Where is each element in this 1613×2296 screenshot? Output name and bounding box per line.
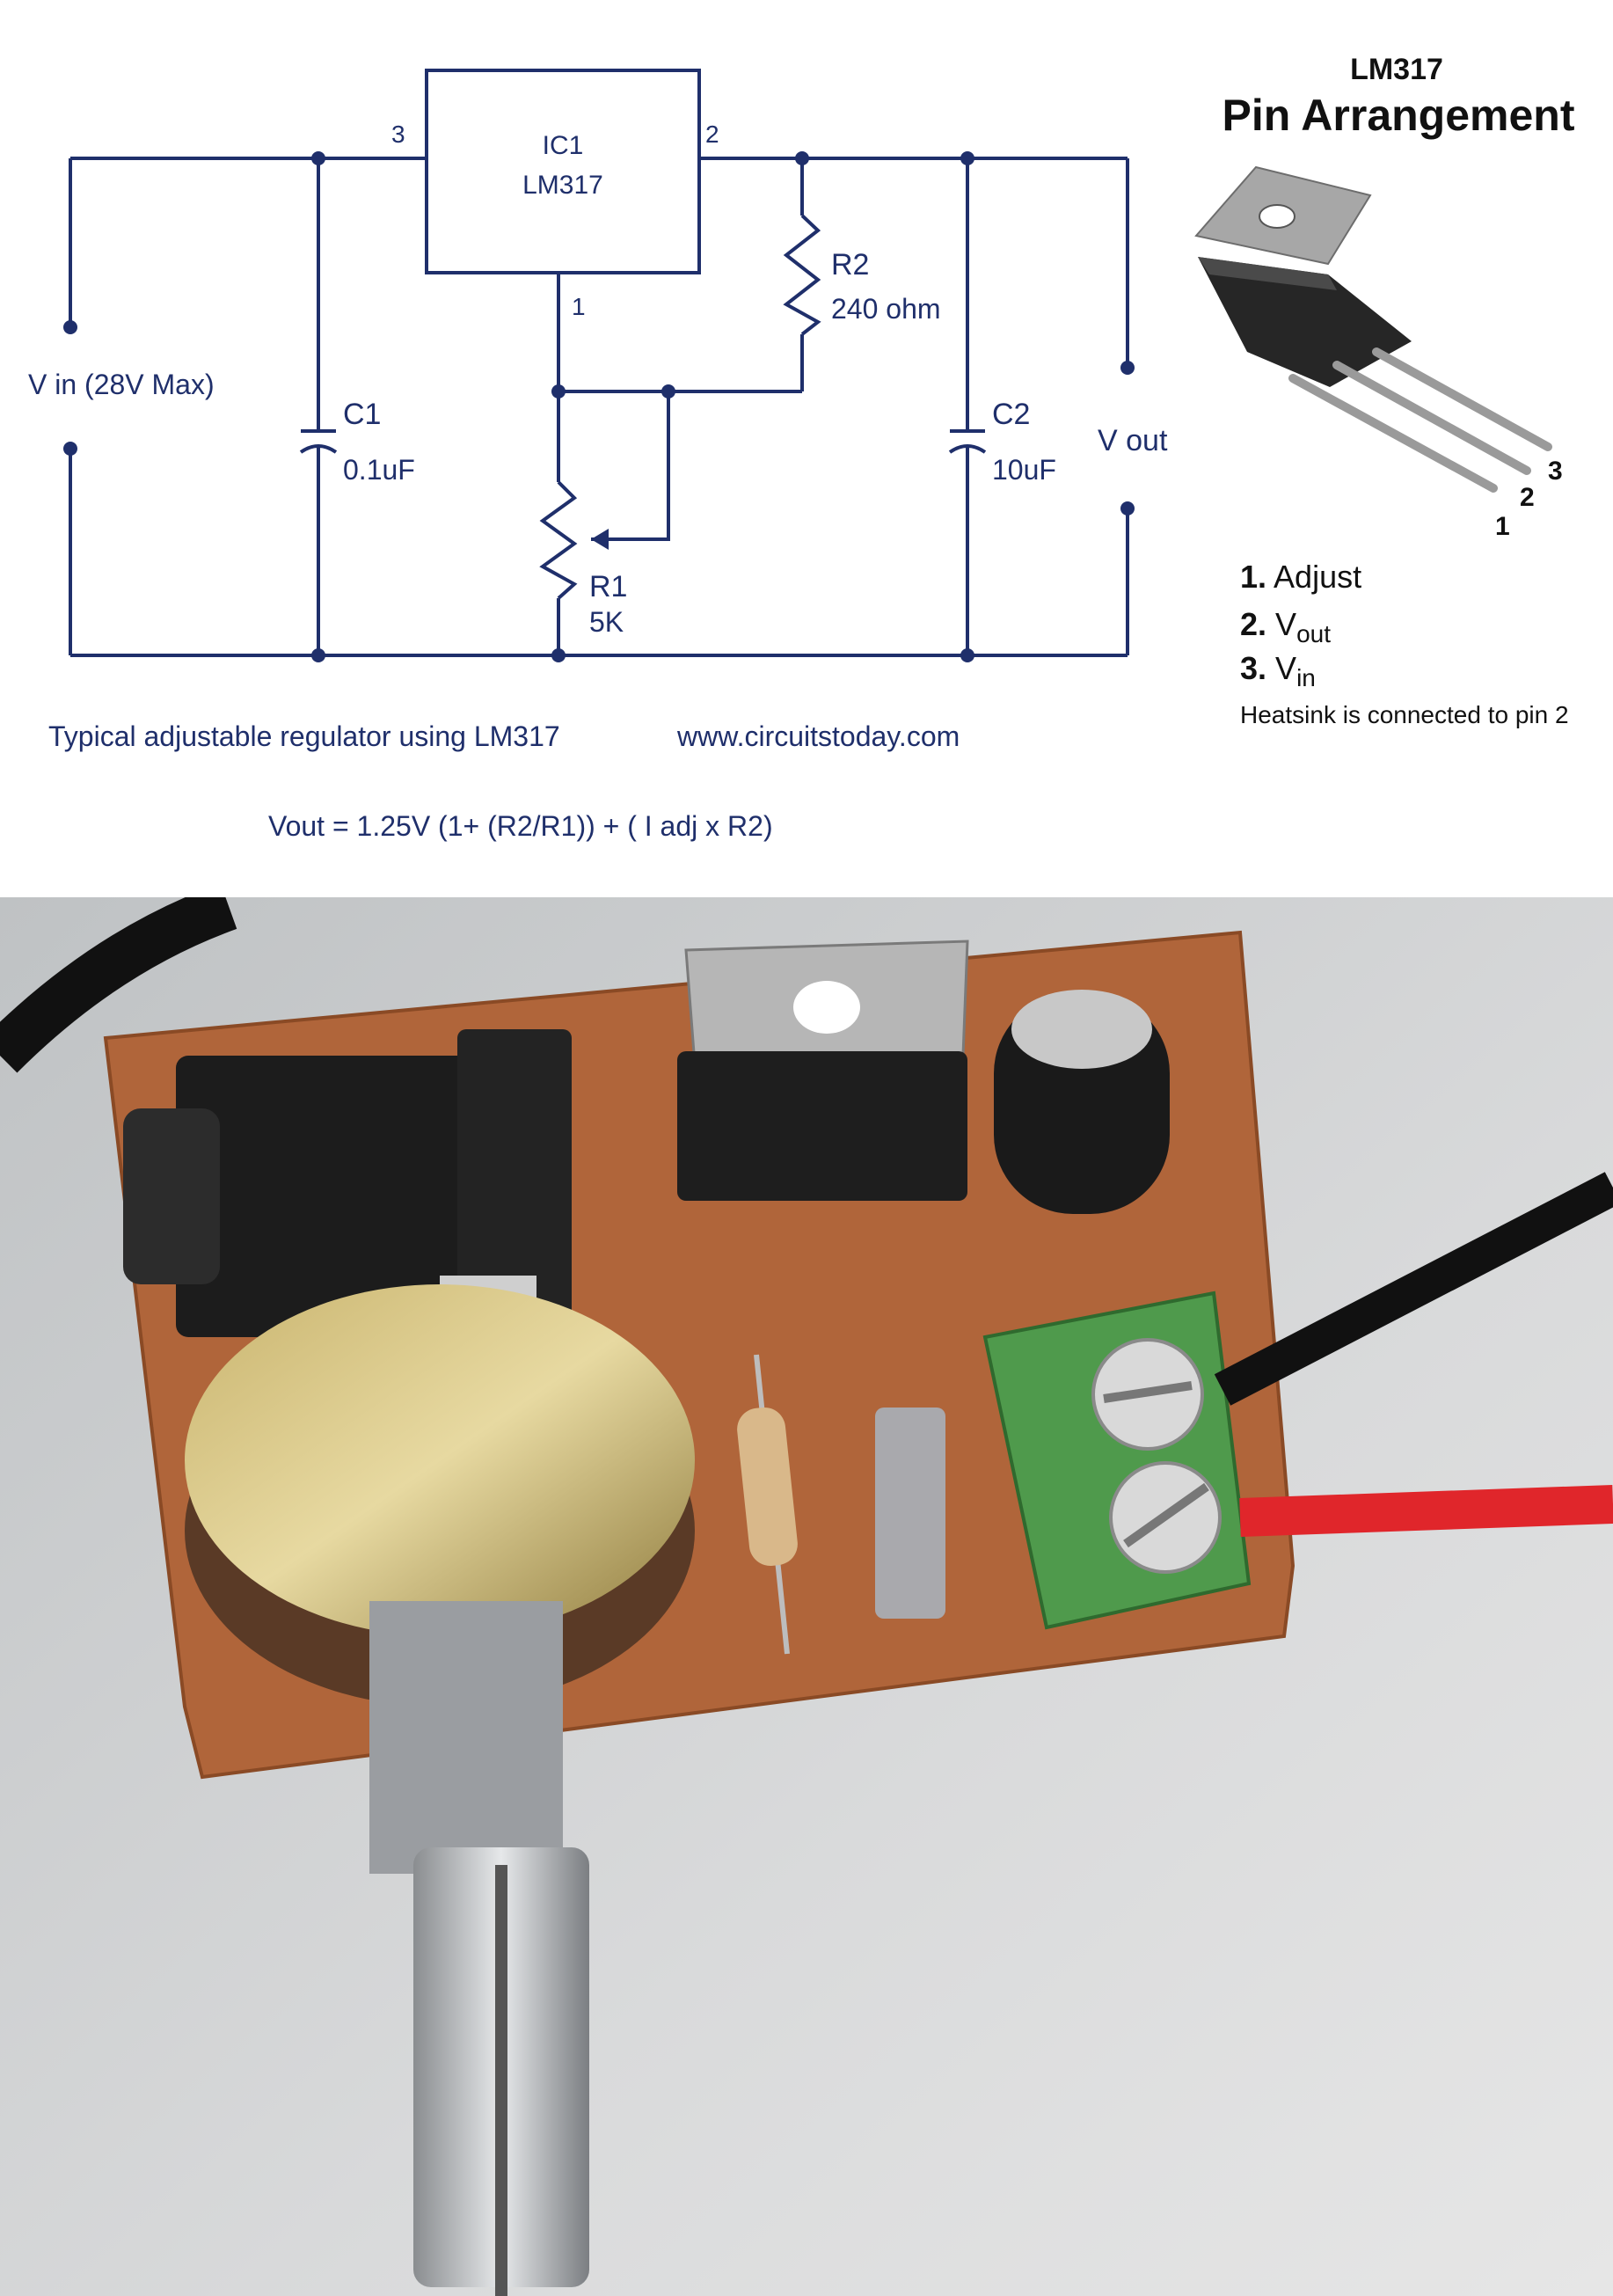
resistor-r2 (737, 1354, 798, 1655)
dc-cable (0, 897, 237, 1073)
pinout-title: Pin Arrangement (1222, 91, 1574, 140)
legend-item-vout: 2. Vout (1240, 606, 1331, 647)
pinout-part-title: LM317 (1350, 53, 1443, 86)
pcb-photo-illustration (0, 897, 1613, 2296)
r1-ref-label: R1 (589, 570, 627, 603)
leg-label-2: 2 (1520, 483, 1535, 512)
vin-label: V in (28V Max) (28, 369, 215, 400)
c2-ref-label: C2 (992, 398, 1030, 431)
legend-item-adjust: 1. Adjust (1240, 559, 1361, 595)
wiper-arrow-icon (591, 529, 609, 550)
schematic-panel: IC1 LM317 3 2 1 V in (28V Max) V out C1 … (0, 0, 1613, 897)
dc-jack (123, 1029, 572, 1364)
pcb-photo (0, 897, 1613, 2296)
ic-pin-out-label: 2 (705, 121, 719, 148)
red-output-wire (1239, 1485, 1613, 1537)
ic-pin-adj-label: 1 (572, 293, 586, 320)
leg-label-3: 3 (1548, 457, 1563, 486)
lm317-regulator (677, 940, 969, 1201)
ic1-ref-label: IC1 (543, 131, 584, 160)
heatsink-note: Heatsink is connected to pin 2 (1240, 701, 1569, 728)
legend-item-vin: 3. Vin (1240, 650, 1316, 691)
r2-value-label: 240 ohm (831, 293, 941, 325)
c1-ref-label: C1 (343, 398, 381, 431)
ic1-box (425, 69, 701, 274)
terminal-block (982, 1291, 1252, 1630)
junction-dots (63, 151, 1135, 662)
black-output-wire (1214, 1172, 1613, 1406)
r1-value-label: 5K (589, 606, 624, 638)
vout-formula: Vout = 1.25V (1+ (R2/R1)) + ( I adj x R2… (268, 810, 773, 842)
website-label: www.circuitstoday.com (676, 720, 960, 752)
c2-value-label: 10uF (992, 454, 1056, 486)
ic-pin-in-label: 3 (391, 121, 405, 148)
schematic-caption: Typical adjustable regulator using LM317 (48, 720, 560, 752)
vout-label: V out (1098, 424, 1168, 457)
schematic-diagram: IC1 LM317 3 2 1 V in (28V Max) V out C1 … (28, 53, 1575, 842)
r2-ref-label: R2 (831, 248, 869, 282)
ic1-part-label: LM317 (522, 171, 603, 200)
leg-label-1: 1 (1495, 512, 1510, 541)
potentiometer-r1 (185, 1284, 695, 2296)
c1-value-label: 0.1uF (343, 454, 415, 486)
to220-package-icon (1194, 165, 1552, 493)
ceramic-capacitor-c1 (875, 1408, 945, 1619)
schematic-wires (69, 157, 1129, 657)
electrolytic-capacitor-c2 (994, 990, 1170, 1214)
pinout-panel: LM317 Pin Arrangement 1 2 3 1. Adjust 2.… (1194, 53, 1575, 728)
